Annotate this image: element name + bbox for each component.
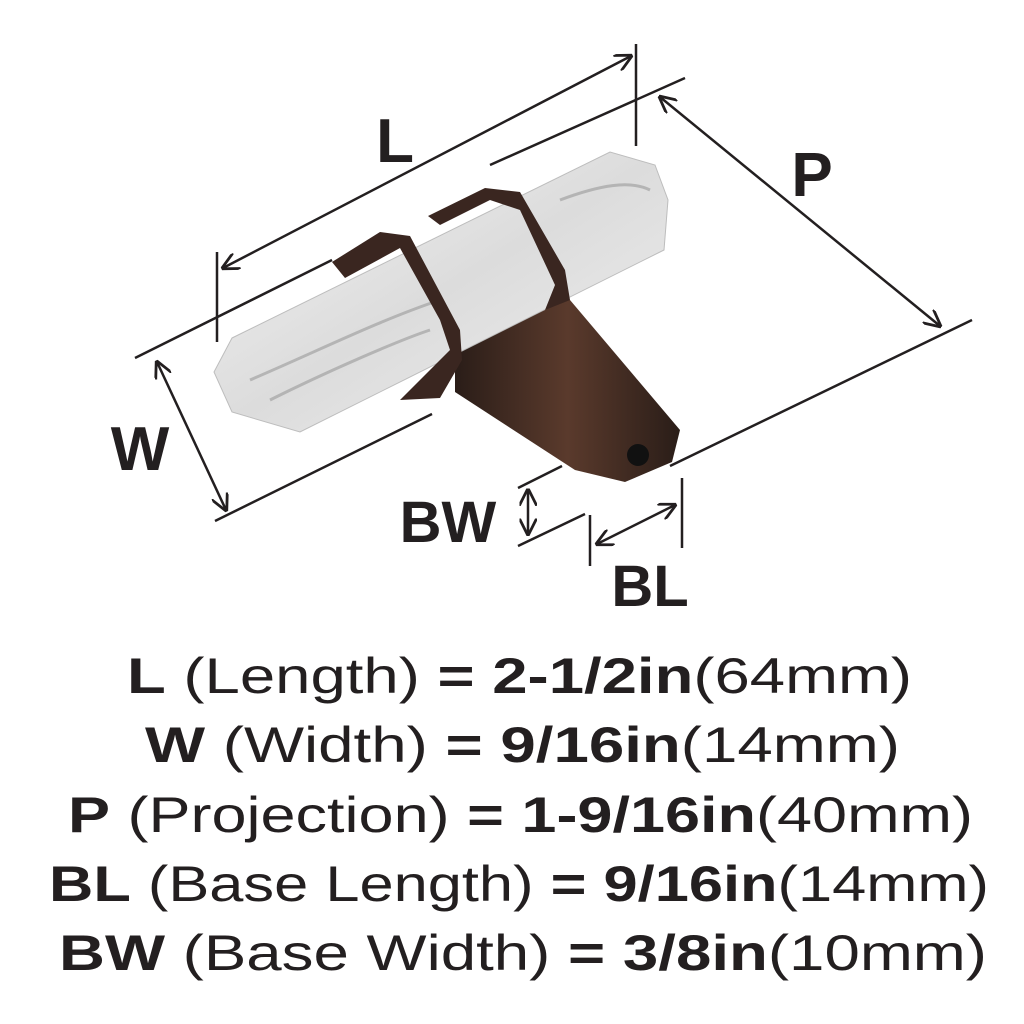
knob-illustration <box>213 151 680 482</box>
spec-list: L (Length) = 2-1/2in(64mm) W (Width) = 9… <box>49 648 989 981</box>
spec-width: W (Width) = 9/16in(14mm) <box>145 717 900 773</box>
knob-base <box>455 282 680 482</box>
label-w: W <box>111 415 170 484</box>
label-l: L <box>376 107 414 176</box>
spec-length: L (Length) = 2-1/2in(64mm) <box>127 648 912 704</box>
spec-base-length: BL (Base Length) = 9/16in(14mm) <box>49 856 989 912</box>
knob-band-left <box>332 232 462 400</box>
spec-projection: P (Projection) = 1-9/16in(40mm) <box>68 787 973 843</box>
label-bl: BL <box>611 554 688 619</box>
label-bw: BW <box>400 490 497 555</box>
knob-screw-hole <box>627 444 649 466</box>
label-p: P <box>791 141 832 210</box>
dimension-lines <box>134 44 973 566</box>
spec-base-width: BW (Base Width) = 3/8in(10mm) <box>59 925 987 981</box>
